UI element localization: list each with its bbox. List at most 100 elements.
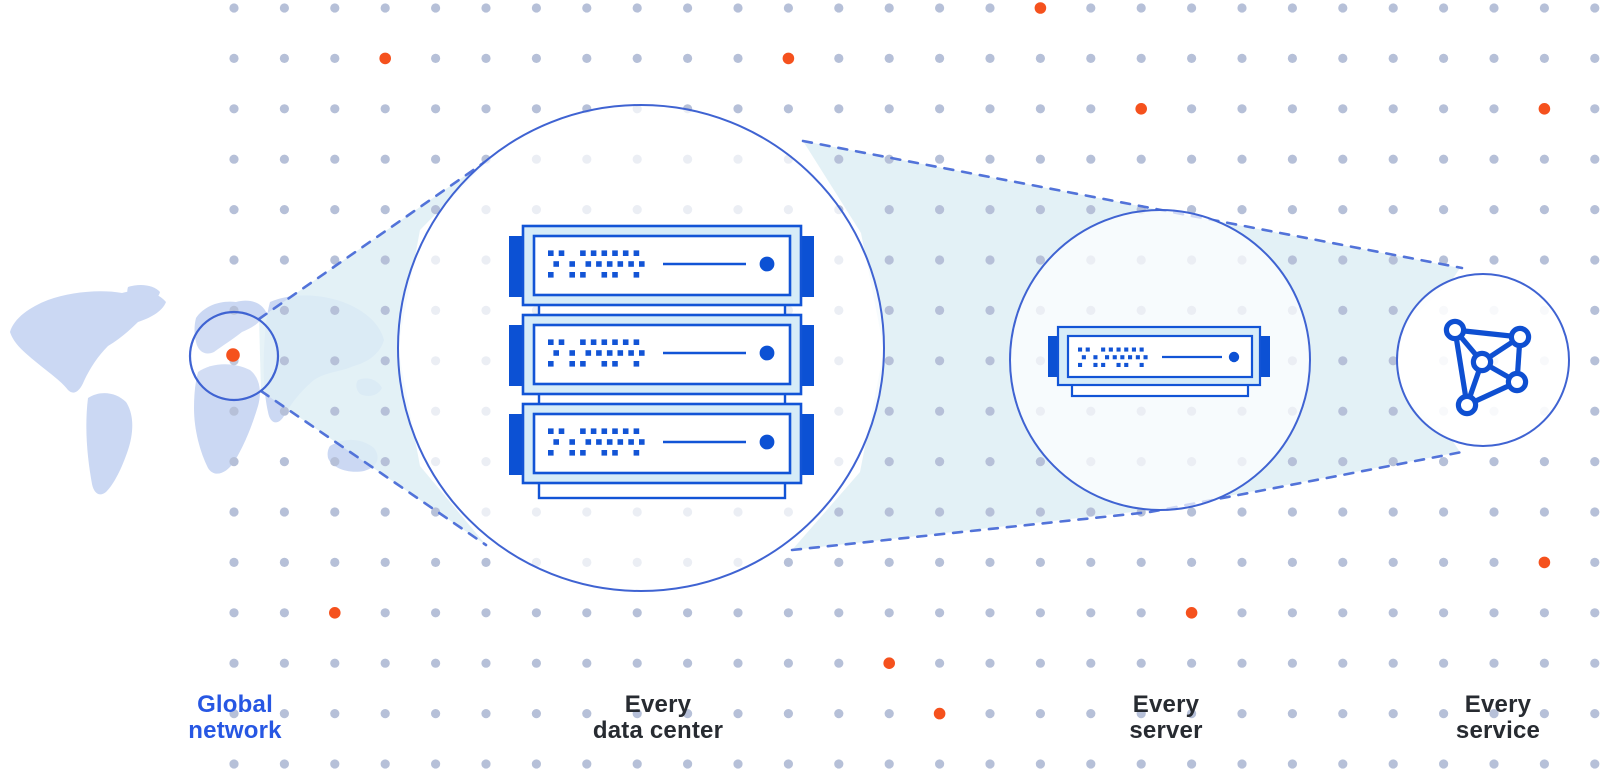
- grid-dot: [229, 406, 239, 416]
- grid-dot: [1388, 406, 1398, 416]
- grid-dot: [1439, 53, 1449, 64]
- grid-dot: [380, 608, 390, 618]
- grid-dot: [632, 658, 642, 668]
- grid-dot: [1539, 3, 1549, 13]
- grid-dot: [582, 3, 592, 13]
- grid-dot: [330, 557, 340, 568]
- grid-dot: [481, 3, 491, 13]
- global-network-label-line2: network: [188, 717, 282, 744]
- dashed-line-upper-right: [801, 139, 1464, 270]
- grid-dot: [1287, 3, 1297, 13]
- server-led-dot: [622, 250, 629, 256]
- grid-dot: [1439, 154, 1449, 164]
- grid-dot: [229, 154, 239, 164]
- grid-dot: [935, 154, 945, 164]
- captions: Global network Every data center Every s…: [188, 691, 1540, 744]
- grid-dot: [834, 658, 844, 668]
- grid-dot: [1035, 759, 1045, 769]
- grid-dot: [1590, 255, 1600, 265]
- grid-dot: [1338, 457, 1348, 467]
- grid-dot: [431, 53, 441, 64]
- server-led-dot: [1116, 362, 1121, 367]
- grid-dot: [1388, 457, 1398, 467]
- grid-dot: [1439, 709, 1449, 719]
- grid-dot: [431, 507, 441, 517]
- grid-dot: [1388, 255, 1398, 265]
- grid-dot: [632, 608, 642, 618]
- accent-dot: [1185, 607, 1198, 619]
- grid-dot: [733, 3, 743, 13]
- grid-dot: [632, 709, 642, 719]
- server-led-dot: [1085, 347, 1090, 352]
- server-led-dot: [633, 450, 640, 456]
- grid-dot: [279, 759, 289, 769]
- grid-dot: [330, 205, 340, 215]
- grid-dot: [1086, 104, 1096, 114]
- graph-node: [1443, 318, 1467, 342]
- server-led-dot: [580, 428, 586, 434]
- grid-dot: [1338, 53, 1348, 64]
- grid-dot: [1338, 3, 1348, 13]
- grid-dot: [1338, 709, 1348, 719]
- grid-dot: [935, 557, 945, 568]
- grid-dot: [1590, 608, 1600, 618]
- grid-dot: [1136, 759, 1146, 769]
- accent-dot: [933, 707, 946, 720]
- grid-dot: [1388, 658, 1398, 668]
- grid-dot: [1439, 658, 1449, 668]
- grid-dot: [1388, 356, 1398, 366]
- grid-dot: [985, 104, 995, 114]
- grid-dot: [1338, 658, 1348, 668]
- grid-dot: [935, 457, 945, 467]
- grid-dot: [834, 759, 844, 769]
- accent-dot: [329, 607, 341, 619]
- grid-dot: [1539, 658, 1549, 668]
- server-led-dot: [601, 361, 608, 367]
- server-side-tab-right: [799, 236, 814, 297]
- grid-dot: [683, 53, 693, 64]
- continent-greenland: [127, 284, 160, 305]
- server-led-dot: [601, 428, 608, 434]
- server-led-dot: [548, 272, 554, 278]
- grid-dot: [1489, 759, 1499, 769]
- grid-dot: [1338, 608, 1348, 618]
- graph-node: [1470, 350, 1494, 374]
- server-led-dot: [569, 272, 575, 278]
- graph-edge: [1452, 329, 1470, 406]
- server-side-tab-left: [1048, 336, 1059, 377]
- grid-dot: [1287, 53, 1297, 64]
- grid-dot: [279, 53, 289, 64]
- grid-dot: [380, 205, 390, 215]
- grid-dot: [1439, 104, 1449, 114]
- grid-dot: [330, 658, 340, 668]
- grid-dot: [1035, 608, 1045, 618]
- server-led-dot: [548, 339, 554, 345]
- grid-dot: [1035, 457, 1045, 467]
- every-server-label-line1: Every: [1133, 691, 1200, 718]
- grid-dot: [1136, 3, 1146, 13]
- grid-dot: [1338, 255, 1348, 265]
- zoom-dashed-lines: [257, 139, 1464, 552]
- grid-dot: [431, 205, 441, 215]
- grid-dot: [380, 356, 390, 366]
- grid-dot: [481, 709, 491, 719]
- grid-dot: [1086, 557, 1096, 568]
- grid-dot: [1035, 53, 1045, 64]
- grid-dot: [1539, 608, 1549, 618]
- grid-dot: [1086, 507, 1096, 517]
- grid-dot: [380, 759, 390, 769]
- server-led-dot: [617, 350, 624, 356]
- server-led-dot: [548, 428, 554, 434]
- grid-dot: [531, 53, 542, 64]
- grid-dot: [582, 709, 592, 719]
- server-led-dot: [633, 250, 640, 256]
- server-led-dot: [580, 361, 586, 367]
- grid-dot: [1237, 154, 1247, 164]
- accent-dot: [883, 657, 895, 669]
- grid-dot: [279, 3, 289, 13]
- dashed-line-upper-left: [257, 155, 494, 321]
- graph-node: [1505, 370, 1529, 394]
- grid-dot: [783, 557, 794, 568]
- grid-dot: [733, 104, 743, 114]
- grid-dot: [330, 255, 340, 265]
